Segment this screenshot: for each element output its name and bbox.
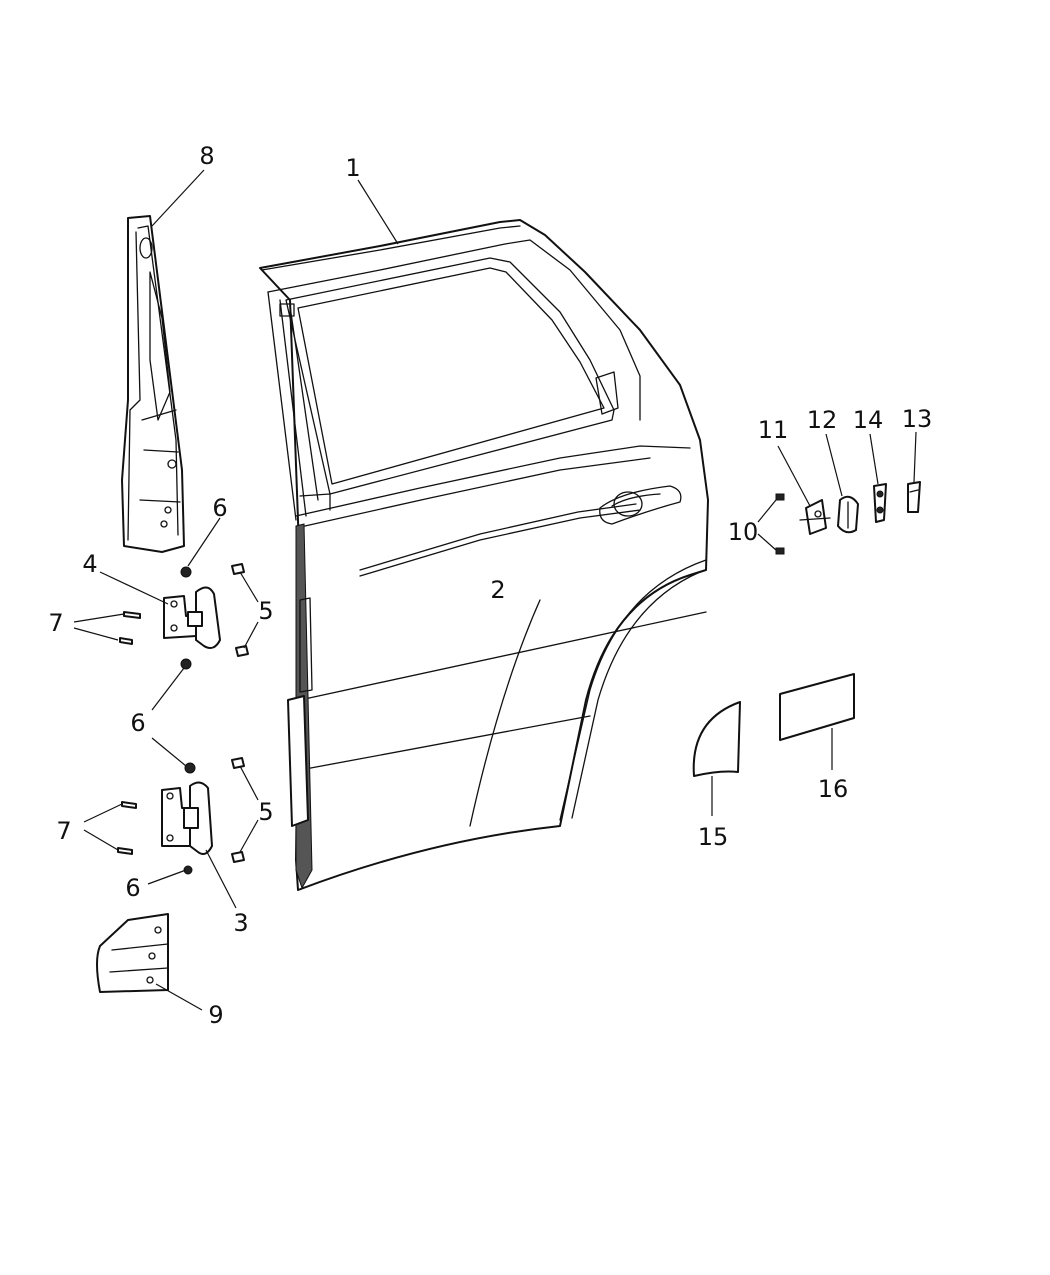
callout-2: 2 (490, 576, 505, 604)
part-14-clip (873, 483, 887, 523)
part-8-pillar-reinforcement (121, 215, 185, 553)
part-4-upper-hinge (163, 586, 221, 649)
part-10-screws (775, 493, 785, 555)
callout-6-bottom: 6 (125, 874, 140, 902)
part-15-protective-film (692, 701, 741, 777)
callout-4: 4 (82, 550, 97, 578)
callout-16: 16 (818, 775, 849, 803)
part-11-striker (799, 499, 831, 535)
part-7-hinge-bolts (117, 611, 141, 855)
callout-11: 11 (758, 416, 789, 444)
part-13-plate (907, 481, 921, 513)
callout-6-middle: 6 (130, 709, 145, 737)
callout-10: 10 (728, 518, 759, 546)
part-12-striker-shim (837, 495, 859, 534)
part-16-protective-film (779, 673, 855, 741)
part-6-hinge-nuts (180, 566, 196, 875)
callout-1: 1 (345, 154, 360, 182)
callout-9: 9 (208, 1001, 223, 1029)
door-front-edge-seal (287, 523, 313, 890)
callout-15: 15 (698, 823, 729, 851)
callout-12: 12 (807, 406, 838, 434)
callout-5-upper: 5 (258, 597, 273, 625)
part-9-bracket (96, 913, 169, 993)
leader-lines (73, 169, 917, 1011)
callout-8: 8 (199, 142, 214, 170)
callout-14: 14 (853, 406, 884, 434)
part-2-rear-door-shell (259, 219, 709, 891)
callout-7-upper: 7 (48, 609, 63, 637)
callout-13: 13 (902, 405, 933, 433)
part-3-lower-hinge (161, 781, 213, 855)
callout-labels: 1 2 3 4 5 5 6 6 6 7 7 8 9 10 11 12 13 14… (48, 142, 932, 1029)
callout-6-top: 6 (212, 494, 227, 522)
callout-3: 3 (233, 909, 248, 937)
callout-7-lower: 7 (56, 817, 71, 845)
callout-5-lower: 5 (258, 798, 273, 826)
part-5-door-bolts (231, 563, 249, 863)
